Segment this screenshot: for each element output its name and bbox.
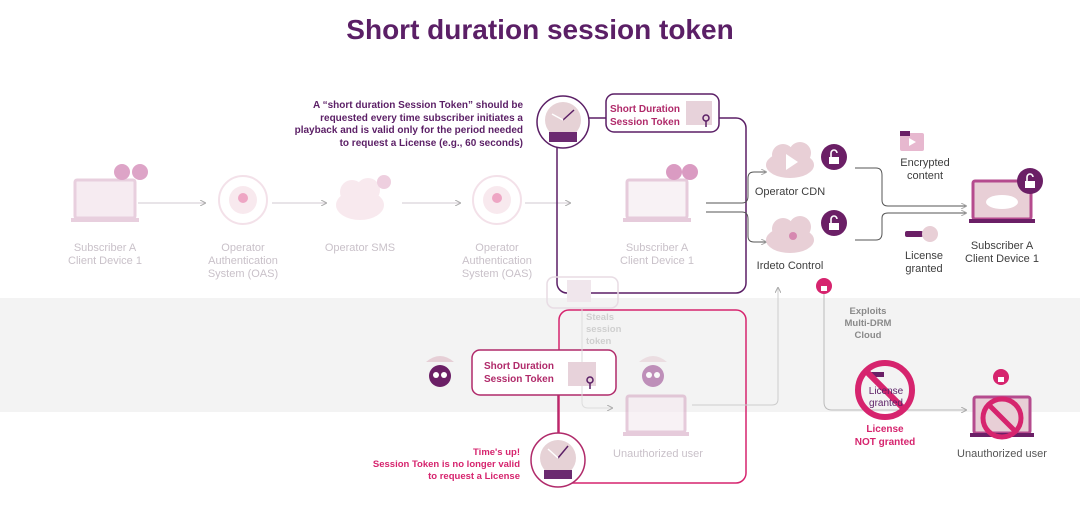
auth-icon-2 bbox=[472, 175, 522, 225]
control-cloud-icon bbox=[766, 216, 814, 253]
cdn-label: Operator CDN bbox=[754, 186, 826, 198]
lock-icon-subscriber bbox=[1017, 168, 1043, 194]
lock-icon-cdn bbox=[821, 144, 847, 170]
pirate-icon-unauth bbox=[639, 356, 667, 387]
token-key-icon-attacker bbox=[568, 362, 596, 389]
pirate-icon-attacker bbox=[426, 356, 454, 387]
laptop-icon-subscriber-left bbox=[71, 164, 148, 222]
laptop-icon-subscriber-mid bbox=[623, 164, 698, 222]
lock-icon-exploit bbox=[816, 278, 832, 294]
timeout-note: Time's up!Session Token is no longer val… bbox=[372, 447, 520, 482]
cdn-cloud-icon bbox=[766, 142, 814, 178]
lock-icon-unauth bbox=[993, 369, 1009, 385]
laptop-icon-subscriber-right bbox=[969, 179, 1035, 223]
arrow-to-control bbox=[706, 211, 766, 242]
laptop-icon-unauth-right bbox=[970, 395, 1034, 440]
clock-icon-top bbox=[536, 95, 590, 149]
denied-license-icon bbox=[855, 360, 915, 420]
unauth-user-right-label: Unauthorized user bbox=[957, 448, 1047, 460]
arrow-denied bbox=[823, 294, 966, 410]
token-key-icon bbox=[686, 101, 712, 127]
folder-video-icon bbox=[900, 131, 924, 151]
attack-box bbox=[558, 309, 747, 484]
auth-icon-1 bbox=[218, 175, 268, 225]
cloud-gear-icon bbox=[336, 175, 391, 220]
control-label: Irdeto Control bbox=[756, 260, 824, 272]
arrow-license bbox=[855, 213, 966, 241]
arrow-unauth-to-control bbox=[692, 288, 778, 406]
session-token-note: A “short duration Session Token” should … bbox=[294, 100, 523, 149]
lock-icon-control bbox=[821, 210, 847, 236]
node-label-sms: Operator SMS bbox=[324, 242, 396, 254]
arrow-to-cdn bbox=[706, 172, 766, 204]
clock-icon-bottom bbox=[530, 432, 586, 488]
unauth-user-left-label: Unauthorized user bbox=[613, 448, 703, 460]
license-key-icon bbox=[905, 226, 938, 242]
stolen-token-icon bbox=[567, 280, 591, 302]
arrow-content bbox=[855, 167, 966, 206]
laptop-icon-unauth-left bbox=[623, 394, 689, 436]
page-title: Short duration session token bbox=[346, 14, 734, 45]
